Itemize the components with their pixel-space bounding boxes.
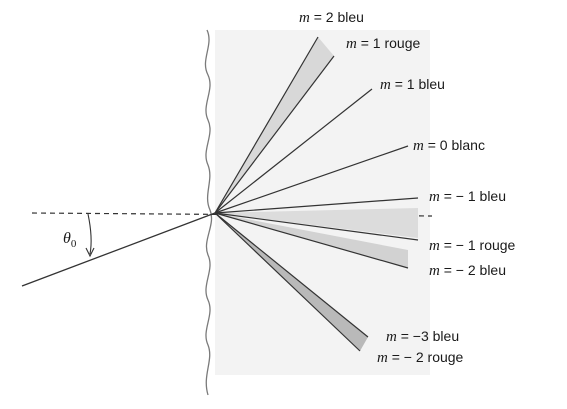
label-text: = − 2 rouge xyxy=(387,349,464,365)
ray-m-neg2-bleu xyxy=(214,212,409,269)
label-m-neg2-bleu: m = − 2 bleu xyxy=(429,263,506,279)
m-symbol: m xyxy=(386,329,397,345)
label-text: = − 1 rouge xyxy=(439,237,516,253)
label-m-neg1-rouge: m = − 1 rouge xyxy=(429,238,515,254)
dispersion-band-m-1 xyxy=(215,208,418,238)
theta-symbol: θ xyxy=(63,230,71,247)
diffracted-rays xyxy=(214,36,419,352)
ray-m-neg1-bleu xyxy=(214,197,419,214)
incidence-angle-arrowhead xyxy=(85,247,95,258)
label-text: = − 1 bleu xyxy=(439,188,507,204)
incidence-angle-arc xyxy=(87,213,92,255)
label-m1-bleu: m = 1 bleu xyxy=(380,77,445,93)
label-text: = 0 blanc xyxy=(423,137,485,153)
m-symbol: m xyxy=(346,36,357,52)
m-symbol: m xyxy=(380,77,391,93)
incidence-angle-label: θ0 xyxy=(63,230,76,250)
grating-surface xyxy=(204,29,213,396)
label-m1-rouge: m = 1 rouge xyxy=(346,36,420,52)
label-text: = 1 rouge xyxy=(356,35,421,51)
ray-m1-rouge xyxy=(214,55,335,214)
ray-m-neg2-rouge xyxy=(214,212,361,352)
ray-m-neg3-bleu xyxy=(214,212,369,338)
dispersion-band-m-3 xyxy=(215,213,368,351)
label-m-neg1-bleu: m = − 1 bleu xyxy=(429,189,506,205)
label-m2-bleu: m = 2 bleu xyxy=(299,10,364,26)
dispersion-band-m1 xyxy=(215,37,334,213)
ray-m1-bleu xyxy=(214,88,373,214)
label-text: = −3 bleu xyxy=(396,328,460,344)
label-text: = 1 bleu xyxy=(390,76,445,92)
m-symbol: m xyxy=(429,238,440,254)
m-symbol: m xyxy=(429,263,440,279)
m-symbol: m xyxy=(299,10,310,26)
ray-m-neg1-rouge xyxy=(214,212,419,241)
ray-m2-bleu xyxy=(214,36,319,214)
m-symbol: m xyxy=(377,350,388,366)
theta-subscript: 0 xyxy=(70,238,77,251)
label-text: = − 2 bleu xyxy=(439,262,507,278)
label-m0-blanc: m = 0 blanc xyxy=(413,138,485,154)
label-m-neg2-rouge: m = − 2 rouge xyxy=(377,350,463,366)
label-text: = 2 bleu xyxy=(309,9,364,25)
ray-m0-blanc xyxy=(214,145,409,214)
m-symbol: m xyxy=(429,189,440,205)
incident-ray xyxy=(21,212,216,287)
background-shade xyxy=(215,30,430,375)
label-m-neg3-bleu: m = −3 bleu xyxy=(386,329,459,345)
m-symbol: m xyxy=(413,138,424,154)
